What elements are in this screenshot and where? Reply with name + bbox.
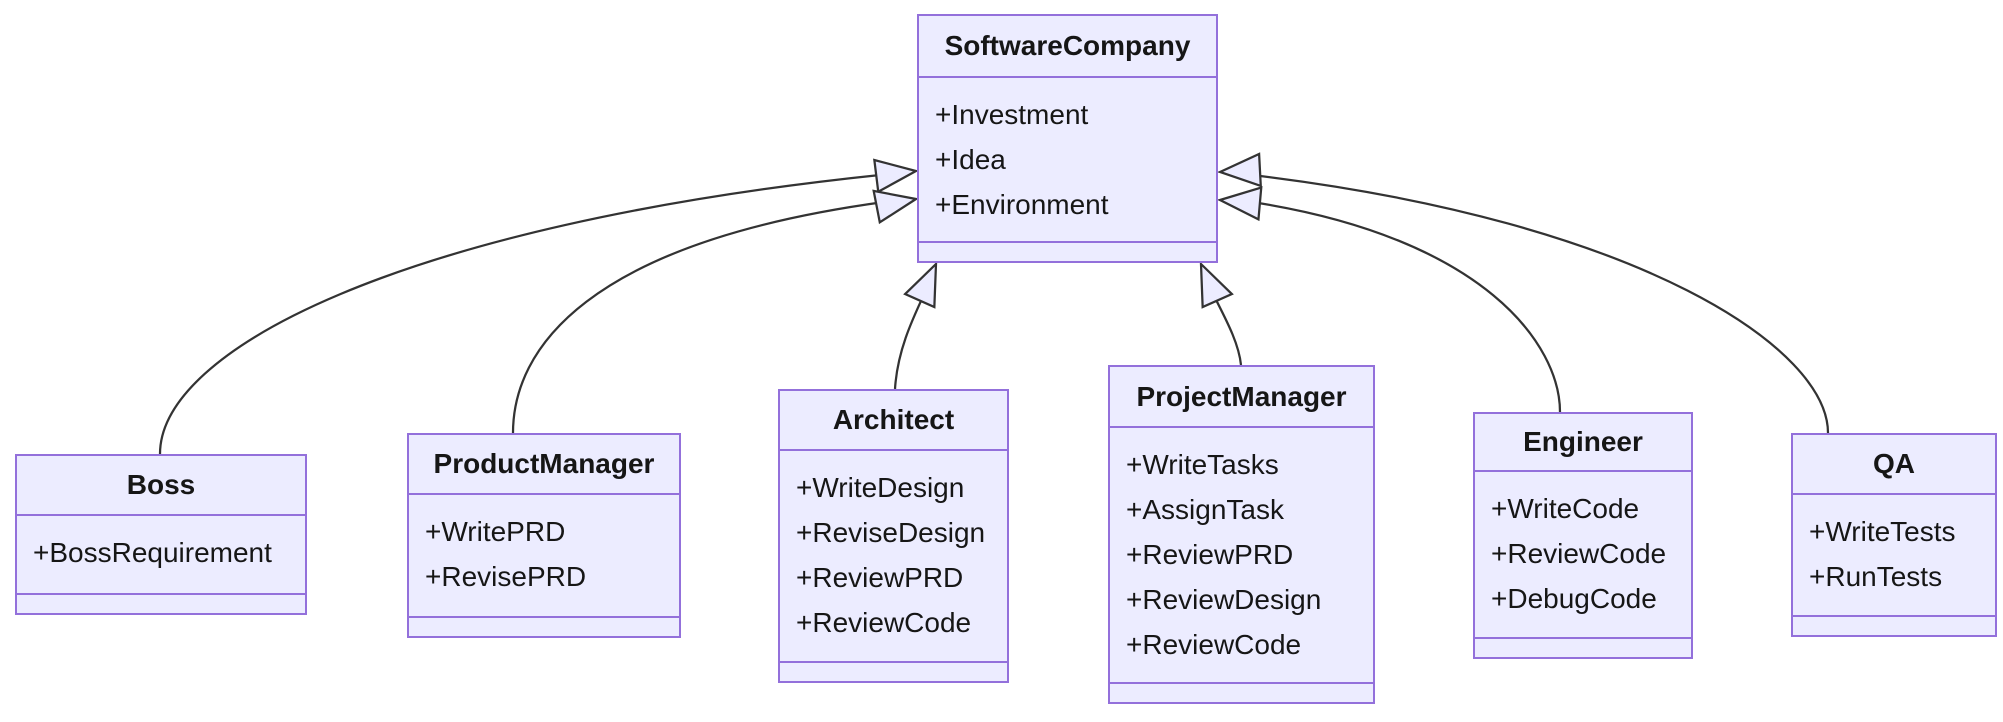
attribute-row: +ReviewCode <box>1491 538 1667 569</box>
attribute-row: +ReviewDesign <box>1126 584 1322 615</box>
attribute-row: +ReviewCode <box>796 607 972 638</box>
class-attributes: +WritePRD +RevisePRD <box>409 495 679 616</box>
class-title: ProductManager <box>409 435 679 495</box>
class-title: Engineer <box>1475 414 1691 472</box>
attribute-row: +BossRequirement <box>33 537 272 568</box>
class-methods-empty <box>409 616 679 636</box>
class-methods-empty <box>780 661 1007 681</box>
class-title: Architect <box>780 391 1007 451</box>
class-methods-empty <box>1793 615 1995 635</box>
attribute-row: +ReviewCode <box>1126 629 1302 660</box>
attribute-row: +Idea <box>935 144 1006 175</box>
inheritance-arrowhead-boss <box>873 158 920 194</box>
inheritance-arrowhead-architect <box>903 261 938 309</box>
class-methods-empty <box>1475 637 1691 657</box>
attribute-row: +Environment <box>935 189 1109 220</box>
attribute-row: +ReviewPRD <box>796 562 964 593</box>
class-title: SoftwareCompany <box>919 16 1216 78</box>
attribute-row: +Investment <box>935 99 1089 130</box>
class-title: Boss <box>17 456 305 516</box>
attribute-row: +RunTests <box>1809 561 1943 592</box>
inheritance-arrowhead-projectmanager <box>1199 261 1234 309</box>
edge-qa-softwarecompany <box>1251 173 1830 434</box>
class-box-softwarecompany: SoftwareCompany +Investment +Idea +Envir… <box>917 14 1218 263</box>
attribute-row: +AssignTask <box>1126 494 1284 525</box>
class-box-productmanager: ProductManager +WritePRD +RevisePRD <box>407 433 681 638</box>
attribute-row: +WriteCode <box>1491 493 1640 524</box>
inheritance-arrowhead-engineer <box>1216 185 1263 222</box>
class-attributes: +WriteDesign +ReviseDesign +ReviewPRD +R… <box>780 451 1007 661</box>
edge-engineer-softwarecompany <box>1251 200 1562 413</box>
class-box-engineer: Engineer +WriteCode +ReviewCode +DebugCo… <box>1473 412 1693 659</box>
edge-boss-softwarecompany <box>158 173 881 455</box>
attribute-row: +DebugCode <box>1491 583 1657 614</box>
class-title: ProjectManager <box>1110 367 1373 428</box>
class-box-boss: Boss +BossRequirement <box>15 454 307 615</box>
class-methods-empty <box>919 241 1216 261</box>
class-title: QA <box>1793 435 1995 495</box>
attribute-row: +RevisePRD <box>425 561 587 592</box>
attribute-row: +ReviseDesign <box>796 517 986 548</box>
class-box-projectmanager: ProjectManager +WriteTasks +AssignTask +… <box>1108 365 1375 704</box>
attribute-row: +WriteDesign <box>796 472 965 503</box>
inheritance-arrowhead-qa <box>1216 152 1262 188</box>
class-methods-empty <box>1110 682 1373 702</box>
attribute-row: +WritePRD <box>425 516 566 547</box>
edge-productmanager-softwarecompany <box>511 200 885 434</box>
class-attributes: +BossRequirement <box>17 516 305 593</box>
class-attributes: +WriteTasks +AssignTask +ReviewPRD +Revi… <box>1110 428 1373 682</box>
class-attributes: +WriteCode +ReviewCode +DebugCode <box>1475 472 1691 637</box>
class-methods-empty <box>17 593 305 613</box>
class-box-architect: Architect +WriteDesign +ReviseDesign +Re… <box>778 389 1009 683</box>
class-attributes: +WriteTests +RunTests <box>1793 495 1995 615</box>
inheritance-arrowhead-productmanager <box>872 189 919 225</box>
attribute-row: +WriteTasks <box>1126 449 1279 480</box>
attribute-row: +ReviewPRD <box>1126 539 1294 570</box>
class-attributes: +Investment +Idea +Environment <box>919 78 1216 241</box>
class-box-qa: QA +WriteTests +RunTests <box>1791 433 1997 637</box>
attribute-row: +WriteTests <box>1809 516 1956 547</box>
